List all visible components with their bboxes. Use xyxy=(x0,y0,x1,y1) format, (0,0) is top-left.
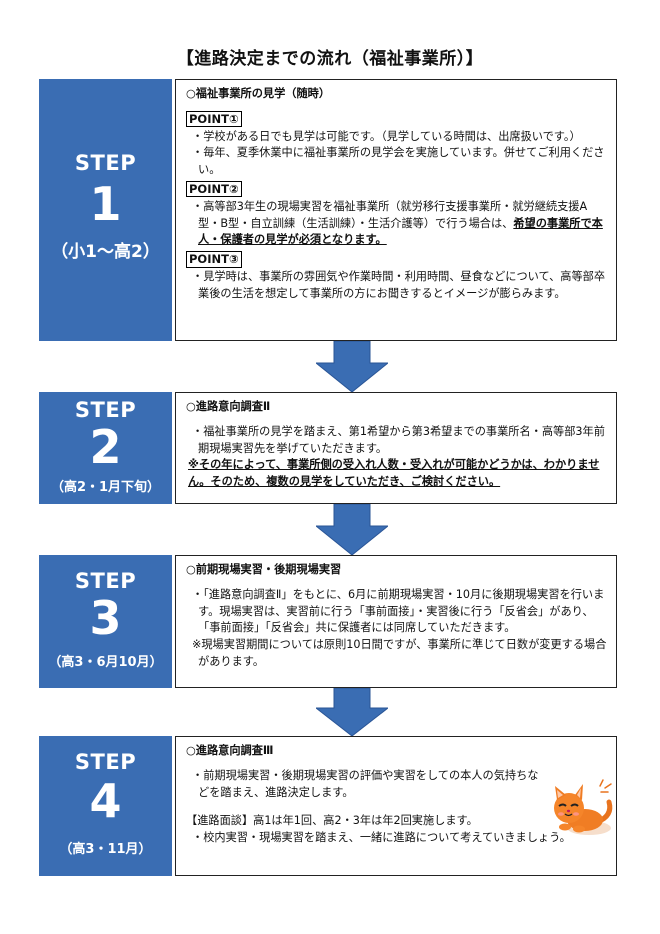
step-2-period: （高2・1月下旬） xyxy=(50,480,161,495)
step-2-body: ・福祉事業所の見学を踏まえ、第1希望から第3希望までの事業所名・高等部3年前期現… xyxy=(192,424,605,455)
step-4-period: （高3・11月） xyxy=(59,842,152,857)
step-1-period: （小1～高2） xyxy=(51,242,160,262)
step-4-box: ○進路意向調査Ⅲ ・前期現場実習・後期現場実習の評価や実習をしての本人の気持ちな… xyxy=(175,736,617,876)
point-3-text: ・見学時は、事業所の雰囲気や作業時間・利用時間、昼食などについて、高等部卒業後の… xyxy=(192,269,606,300)
step-2-box: ○進路意向調査Ⅱ ・福祉事業所の見学を踏まえ、第1希望から第3希望までの事業所名… xyxy=(175,392,617,504)
step-4-label: STEP xyxy=(74,750,137,774)
step-4-panel: STEP 4 （高3・11月） xyxy=(39,736,172,876)
step-2-panel: STEP 2 （高2・1月下旬） xyxy=(39,392,172,504)
step-1-panel: STEP 1 （小1～高2） xyxy=(39,79,172,341)
step-2-label: STEP xyxy=(74,398,137,422)
step-3-number: 3 xyxy=(89,591,122,645)
step-4-note-1: 【進路面談】高1は年1回、高2・3年は年2回実施します。 xyxy=(186,814,478,828)
step-3-label: STEP xyxy=(74,569,137,593)
point-3-label: POINT③ xyxy=(186,251,242,268)
down-arrow-icon xyxy=(316,341,388,392)
down-arrow-icon xyxy=(316,504,388,555)
step-3-heading: ○前期現場実習・後期現場実習 xyxy=(186,563,342,576)
step-4-number: 4 xyxy=(89,774,122,828)
step-3-box: ○前期現場実習・後期現場実習 ・「進路意向調査Ⅱ」をもとに、6月に前期現場実習・… xyxy=(175,555,617,688)
point-1-line-1: ・学校がある日でも見学は可能です。（見学している時間は、出席扱いです。） xyxy=(192,129,581,143)
point-1-label: POINT① xyxy=(186,110,242,128)
step-4-heading: ○進路意向調査Ⅲ xyxy=(186,744,274,757)
step-1-heading: ○福祉事業所の見学（随時） xyxy=(186,87,331,100)
down-arrow-icon xyxy=(316,688,388,736)
page-title: 【進路決定までの流れ（福祉事業所）】 xyxy=(176,49,484,69)
step-2-heading: ○進路意向調査Ⅱ xyxy=(186,400,271,413)
point-2-text: ・高等部3年生の現場実習を福祉事業所（就労移行支援事業所・就労継続支援A型・B型… xyxy=(186,199,608,249)
step-2-number: 2 xyxy=(89,420,122,474)
step-4-body: ・前期現場実習・後期現場実習の評価や実習をしての本人の気持ちなどを踏まえ、進路決… xyxy=(192,768,539,799)
step-3-body: ・「進路意向調査Ⅱ」をもとに、6月に前期現場実習・10月に後期現場実習を行います… xyxy=(192,587,605,635)
orange-cat-mascot-icon xyxy=(554,779,613,835)
point-2-emphasis: 希望の事業所で本人・保護者の見学が必須となります。 xyxy=(198,216,603,247)
step-3-panel: STEP 3 （高3・6月10月） xyxy=(39,555,172,688)
point-1-line-2: ・毎年、夏季休業中に福祉事業所の見学会を実施しています。併せてご利用ください。 xyxy=(192,146,605,177)
step-1-box: ○福祉事業所の見学（随時） POINT① ・学校がある日でも見学は可能です。（見… xyxy=(175,79,617,341)
point-2-label: POINT② xyxy=(186,180,242,198)
step-3-period: （高3・6月10月） xyxy=(48,655,163,670)
point-2-body: ・高等部3年生の現場実習を福祉事業所（就労移行支援事業所・就労継続支援A型・B型… xyxy=(192,199,588,230)
step-1-label: STEP xyxy=(74,151,137,175)
step-4-note-2: ・校内実習・現場実習を踏まえ、一緒に進路について考えていきましょう。 xyxy=(192,831,571,845)
step-3-note: ※現場実習期間については原則10日間ですが、事業所に準じて日数が変更する場合があ… xyxy=(192,638,607,668)
step-1-number: 1 xyxy=(89,177,122,231)
step-2-note: ※その年によって、事業所側の受入れ人数・受入れが可能かどうかは、わかりません。そ… xyxy=(188,458,600,489)
